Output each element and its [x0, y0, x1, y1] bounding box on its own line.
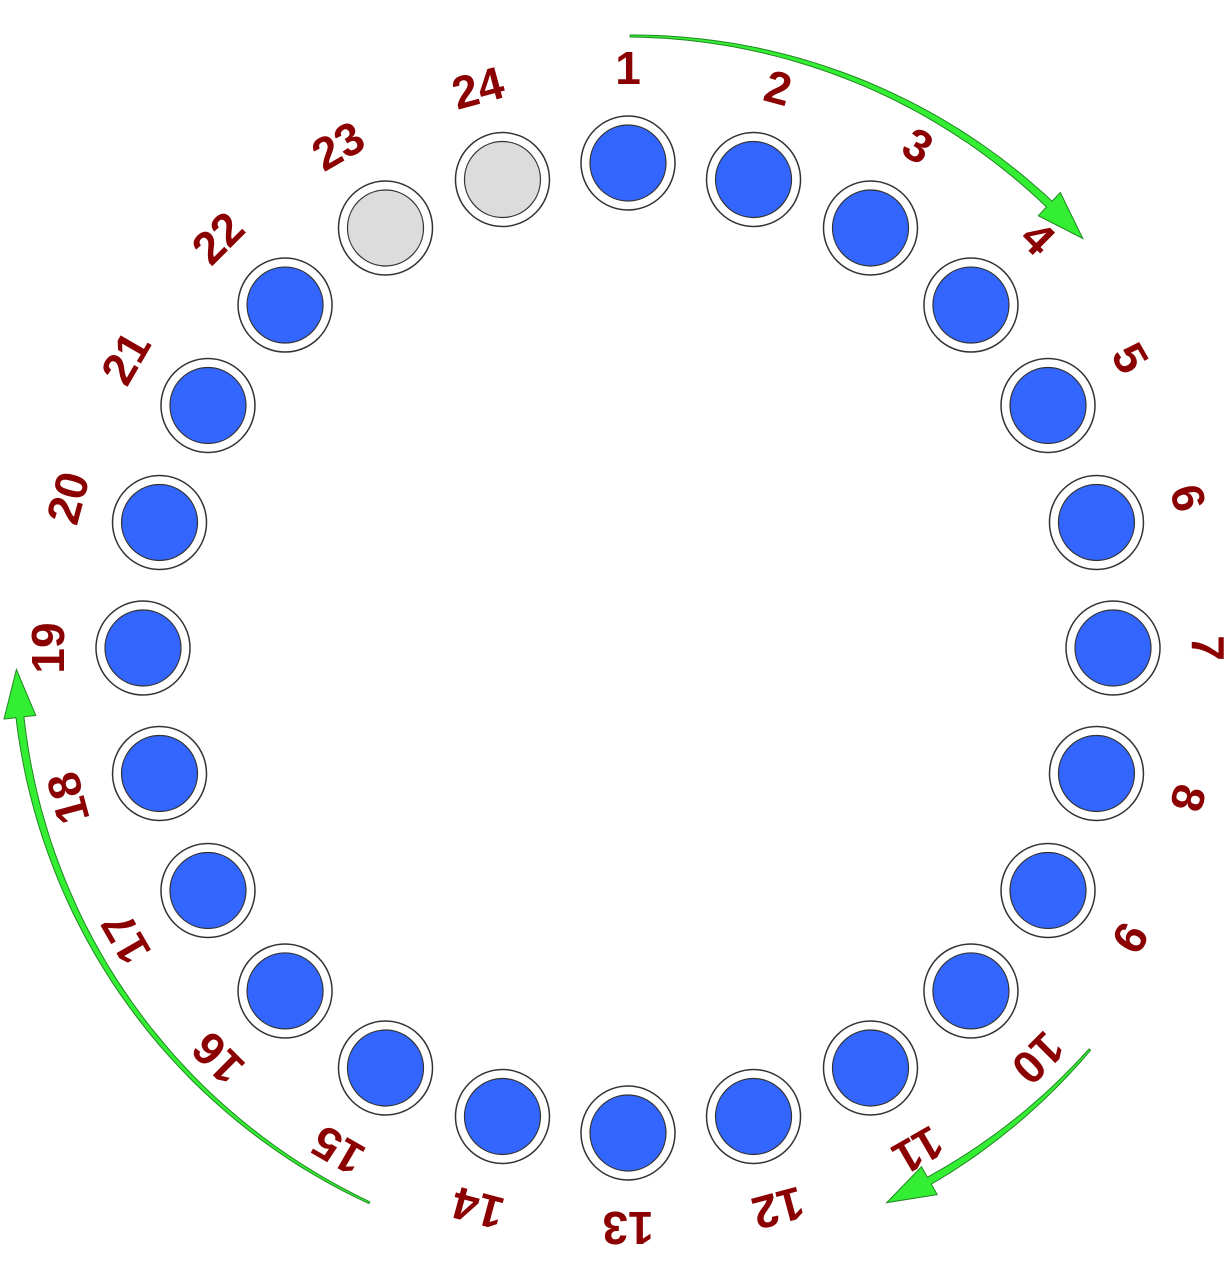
slot-5: 5: [1000, 334, 1159, 454]
slot-2: 2: [705, 59, 802, 228]
slot-filled-disc: [589, 1094, 667, 1172]
slot-filled-disc: [120, 483, 199, 562]
slot-19: 19: [22, 600, 191, 696]
slot-filled-disc: [1009, 366, 1087, 445]
slot-number-label: 1: [615, 42, 641, 94]
slot-filled-disc: [463, 1077, 542, 1156]
slot-17: 17: [90, 842, 256, 973]
slot-14: 14: [446, 1068, 551, 1240]
slot-number-label: 7: [1182, 635, 1232, 661]
slot-number-label: 12: [747, 1177, 810, 1240]
slot-number-label: 2: [759, 59, 797, 116]
slot-number-label: 23: [303, 110, 373, 181]
slot-empty-disc: [463, 140, 542, 219]
left-arrow-icon: [3, 667, 371, 1205]
slot-number-label: 13: [602, 1202, 653, 1254]
top-arrow-icon: [629, 34, 1084, 240]
slot-9: 9: [1000, 842, 1159, 962]
slot-empty-disc: [346, 189, 425, 267]
slot-22: 22: [181, 201, 333, 353]
slot-filled-disc: [714, 1077, 793, 1156]
slot-number-label: 8: [1160, 779, 1217, 817]
slot-18: 18: [36, 725, 208, 830]
slot-filled-disc: [714, 140, 793, 219]
slot-filled-disc: [932, 952, 1010, 1030]
slot-number-label: 19: [22, 622, 74, 673]
slot-filled-disc: [246, 266, 324, 344]
slot-filled-disc: [346, 1029, 425, 1107]
slot-filled-disc: [169, 366, 247, 445]
slot-filled-disc: [104, 609, 182, 687]
lower-right-arrow-icon: [885, 1048, 1092, 1204]
slot-10: 10: [923, 943, 1075, 1095]
slot-number-label: 16: [181, 1022, 254, 1095]
slot-filled-disc: [169, 851, 247, 930]
rotation-arrows: [3, 34, 1092, 1205]
slot-filled-disc: [831, 1029, 910, 1107]
slot-20: 20: [36, 466, 208, 571]
slot-filled-disc: [120, 734, 199, 813]
slot-23: 23: [303, 110, 434, 276]
slot-filled-disc: [589, 124, 667, 202]
slot-number-label: 18: [36, 767, 99, 830]
slot-13: 13: [580, 1085, 676, 1254]
slot-number-label: 24: [446, 56, 509, 120]
slot-15: 15: [303, 1020, 434, 1186]
slot-number-label: 22: [181, 201, 254, 274]
slot-filled-disc: [932, 266, 1010, 344]
slot-8: 8: [1048, 725, 1217, 822]
slot-number-label: 21: [90, 323, 161, 393]
slot-number-label: 10: [1002, 1022, 1075, 1095]
slot-filled-disc: [1057, 734, 1136, 813]
slot-21: 21: [90, 323, 256, 454]
slot-filled-disc: [1074, 609, 1152, 687]
slot-filled-disc: [831, 189, 910, 267]
slot-number-label: 3: [894, 117, 942, 175]
slot-number-label: 6: [1160, 479, 1217, 517]
slot-number-label: 9: [1101, 914, 1159, 962]
slot-number-label: 5: [1101, 334, 1159, 382]
slot-11: 11: [822, 1020, 952, 1185]
slot-filled-disc: [1009, 851, 1087, 930]
slot-1: 1: [580, 42, 676, 211]
slot-filled-disc: [1057, 483, 1136, 562]
slot-3: 3: [822, 117, 942, 276]
slot-number-label: 14: [446, 1176, 509, 1240]
slot-filled-disc: [246, 952, 324, 1030]
slot-24: 24: [446, 56, 551, 228]
slot-7: 7: [1065, 600, 1232, 696]
slot-12: 12: [705, 1068, 810, 1240]
slot-number-label: 20: [36, 466, 99, 529]
slot-4: 4: [923, 210, 1066, 353]
slot-6: 6: [1048, 474, 1217, 571]
slot-16: 16: [181, 943, 333, 1095]
